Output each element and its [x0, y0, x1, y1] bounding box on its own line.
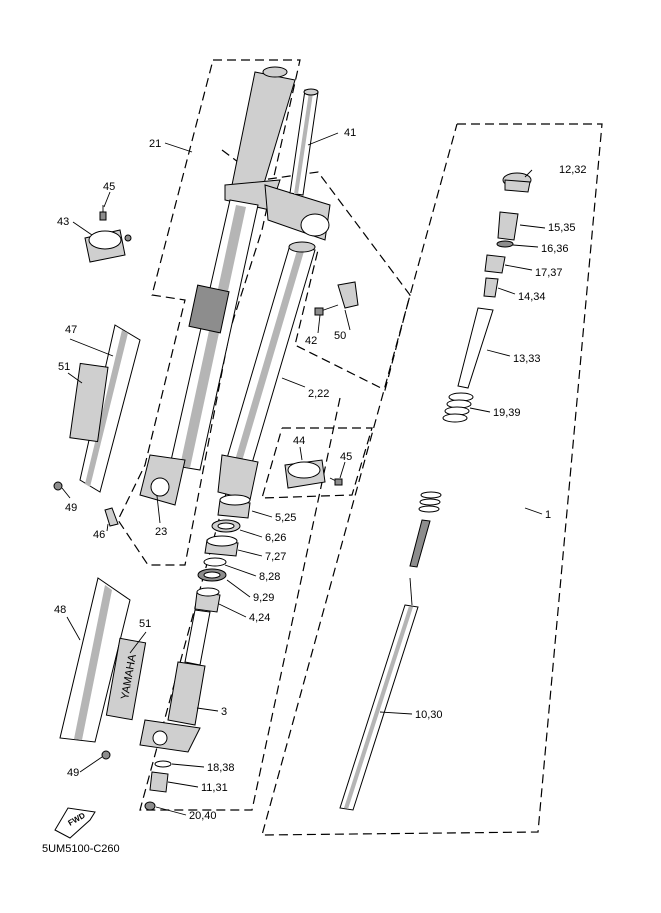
boundary-cartridge-group	[261, 123, 603, 836]
clamp-43	[84, 205, 132, 263]
bolt-49-upper	[53, 481, 63, 491]
part-11	[149, 771, 169, 793]
part-15-adjuster	[497, 211, 519, 241]
label-7-27: 7,27	[265, 551, 286, 563]
bolts-misc	[53, 481, 119, 760]
inner-tube-top	[288, 241, 316, 253]
inner-tube	[217, 241, 316, 501]
label-20-40: 20,40	[189, 810, 217, 822]
label-49-upper: 49	[65, 502, 77, 514]
label-14-34: 14,34	[518, 291, 546, 303]
part-16-oring	[496, 240, 514, 248]
label-50: 50	[334, 330, 346, 342]
outer-tube-seal-ring	[188, 284, 230, 334]
part-20	[144, 801, 156, 811]
part-18-oring	[154, 760, 172, 768]
label-8-28: 8,28	[259, 571, 280, 583]
damper-rod	[409, 519, 431, 568]
leader-lines	[61, 132, 546, 816]
axle-holder-3	[139, 719, 201, 753]
bolt-49-lower	[101, 750, 111, 760]
label-23: 23	[155, 526, 167, 538]
triple-clamp-bore	[300, 213, 330, 237]
part-14-nut	[483, 277, 499, 298]
outer-tube-assembly	[139, 66, 331, 506]
label-11-31: 11,31	[201, 782, 228, 794]
label-42: 42	[305, 335, 317, 347]
boundary-outer-tube-group	[117, 59, 301, 566]
decal-51-lower	[105, 637, 147, 721]
cartridge-parts	[339, 172, 532, 811]
label-51-upper: 51	[58, 361, 70, 373]
inner-tube-lower	[139, 609, 211, 753]
label-47: 47	[65, 324, 77, 336]
label-43: 43	[57, 216, 69, 228]
stem-top	[303, 88, 319, 96]
bracket-44	[284, 459, 343, 489]
part-13-tube	[457, 307, 494, 389]
label-10-30: 10,30	[415, 709, 443, 721]
label-17-37: 17,37	[535, 267, 563, 279]
axle-bore	[150, 477, 170, 497]
bracket-50	[314, 281, 359, 316]
label-2-22: 2,22	[308, 388, 329, 400]
label-13-33: 13,33	[513, 353, 541, 365]
lower-small-parts	[144, 760, 172, 811]
inner-tube-bottom-collar	[217, 454, 259, 501]
label-21: 21	[149, 138, 161, 150]
label-1: 1	[545, 509, 551, 521]
part-labels: 21 41 45 43 12,32 15,35 16,36 17,37 14,3…	[54, 127, 587, 822]
label-15-35: 15,35	[548, 222, 576, 234]
label-4-24: 4,24	[249, 612, 270, 624]
bolt-46	[104, 507, 119, 527]
drawing-code: 5UM5100-C260	[42, 843, 120, 855]
cap-top-nut	[262, 66, 288, 78]
part-17-collar	[484, 254, 506, 274]
label-6-26: 6,26	[265, 532, 286, 544]
fork-cap-upper	[231, 71, 296, 191]
label-41: 41	[344, 127, 356, 139]
boundary-bracket-group	[261, 427, 373, 499]
label-12-32: 12,32	[559, 164, 587, 176]
label-3: 3	[221, 706, 227, 718]
part-19-spring	[442, 392, 474, 423]
part-8-clip	[203, 557, 227, 567]
label-51-lower: 51	[139, 618, 151, 630]
label-48: 48	[54, 604, 66, 616]
label-45-lower: 45	[340, 451, 352, 463]
label-46: 46	[93, 529, 105, 541]
decal-51-upper	[69, 362, 109, 443]
label-44: 44	[293, 435, 305, 447]
fwd-arrow-icon: FWD	[54, 807, 96, 839]
label-19-39: 19,39	[493, 407, 521, 419]
label-5-25: 5,25	[275, 512, 296, 524]
lower-spring	[418, 491, 442, 513]
label-45-upper: 45	[103, 181, 115, 193]
label-9-29: 9,29	[253, 592, 274, 604]
label-18-38: 18,38	[207, 762, 235, 774]
steering-stem	[289, 88, 319, 196]
fork-guard-47	[69, 324, 141, 493]
seal-stack	[194, 494, 251, 613]
label-16-36: 16,36	[541, 243, 569, 255]
fork-guard-48: YAMAHA	[59, 577, 147, 743]
label-49-lower: 49	[67, 767, 79, 779]
